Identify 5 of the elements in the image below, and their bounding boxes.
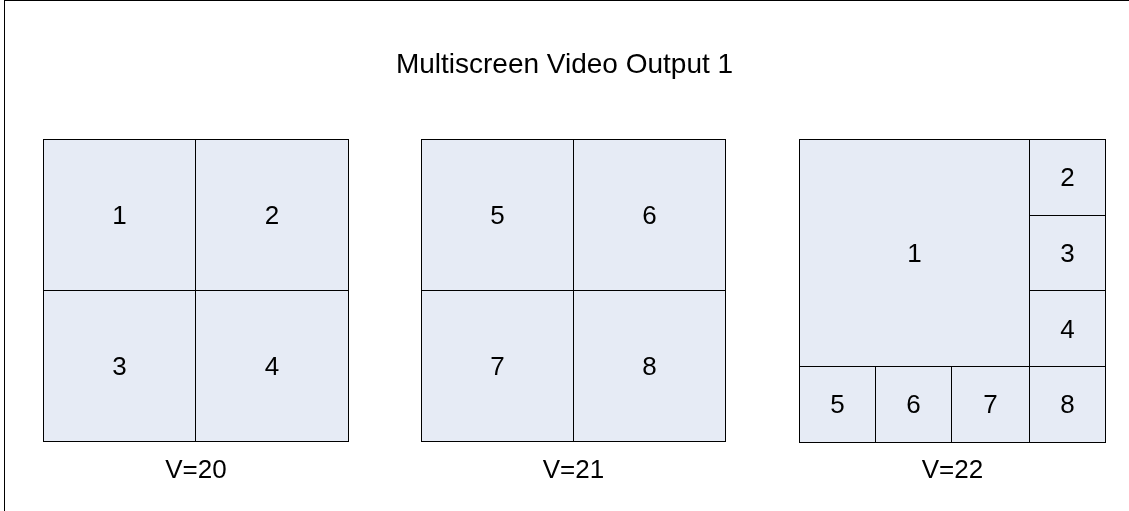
- layout-label: V=21: [541, 454, 606, 485]
- layout-label: V=20: [164, 454, 228, 485]
- layout-label: V=22: [920, 454, 985, 485]
- diagram-title: Multiscreen Video Output 1: [394, 48, 735, 80]
- video-window: 8: [1029, 366, 1106, 443]
